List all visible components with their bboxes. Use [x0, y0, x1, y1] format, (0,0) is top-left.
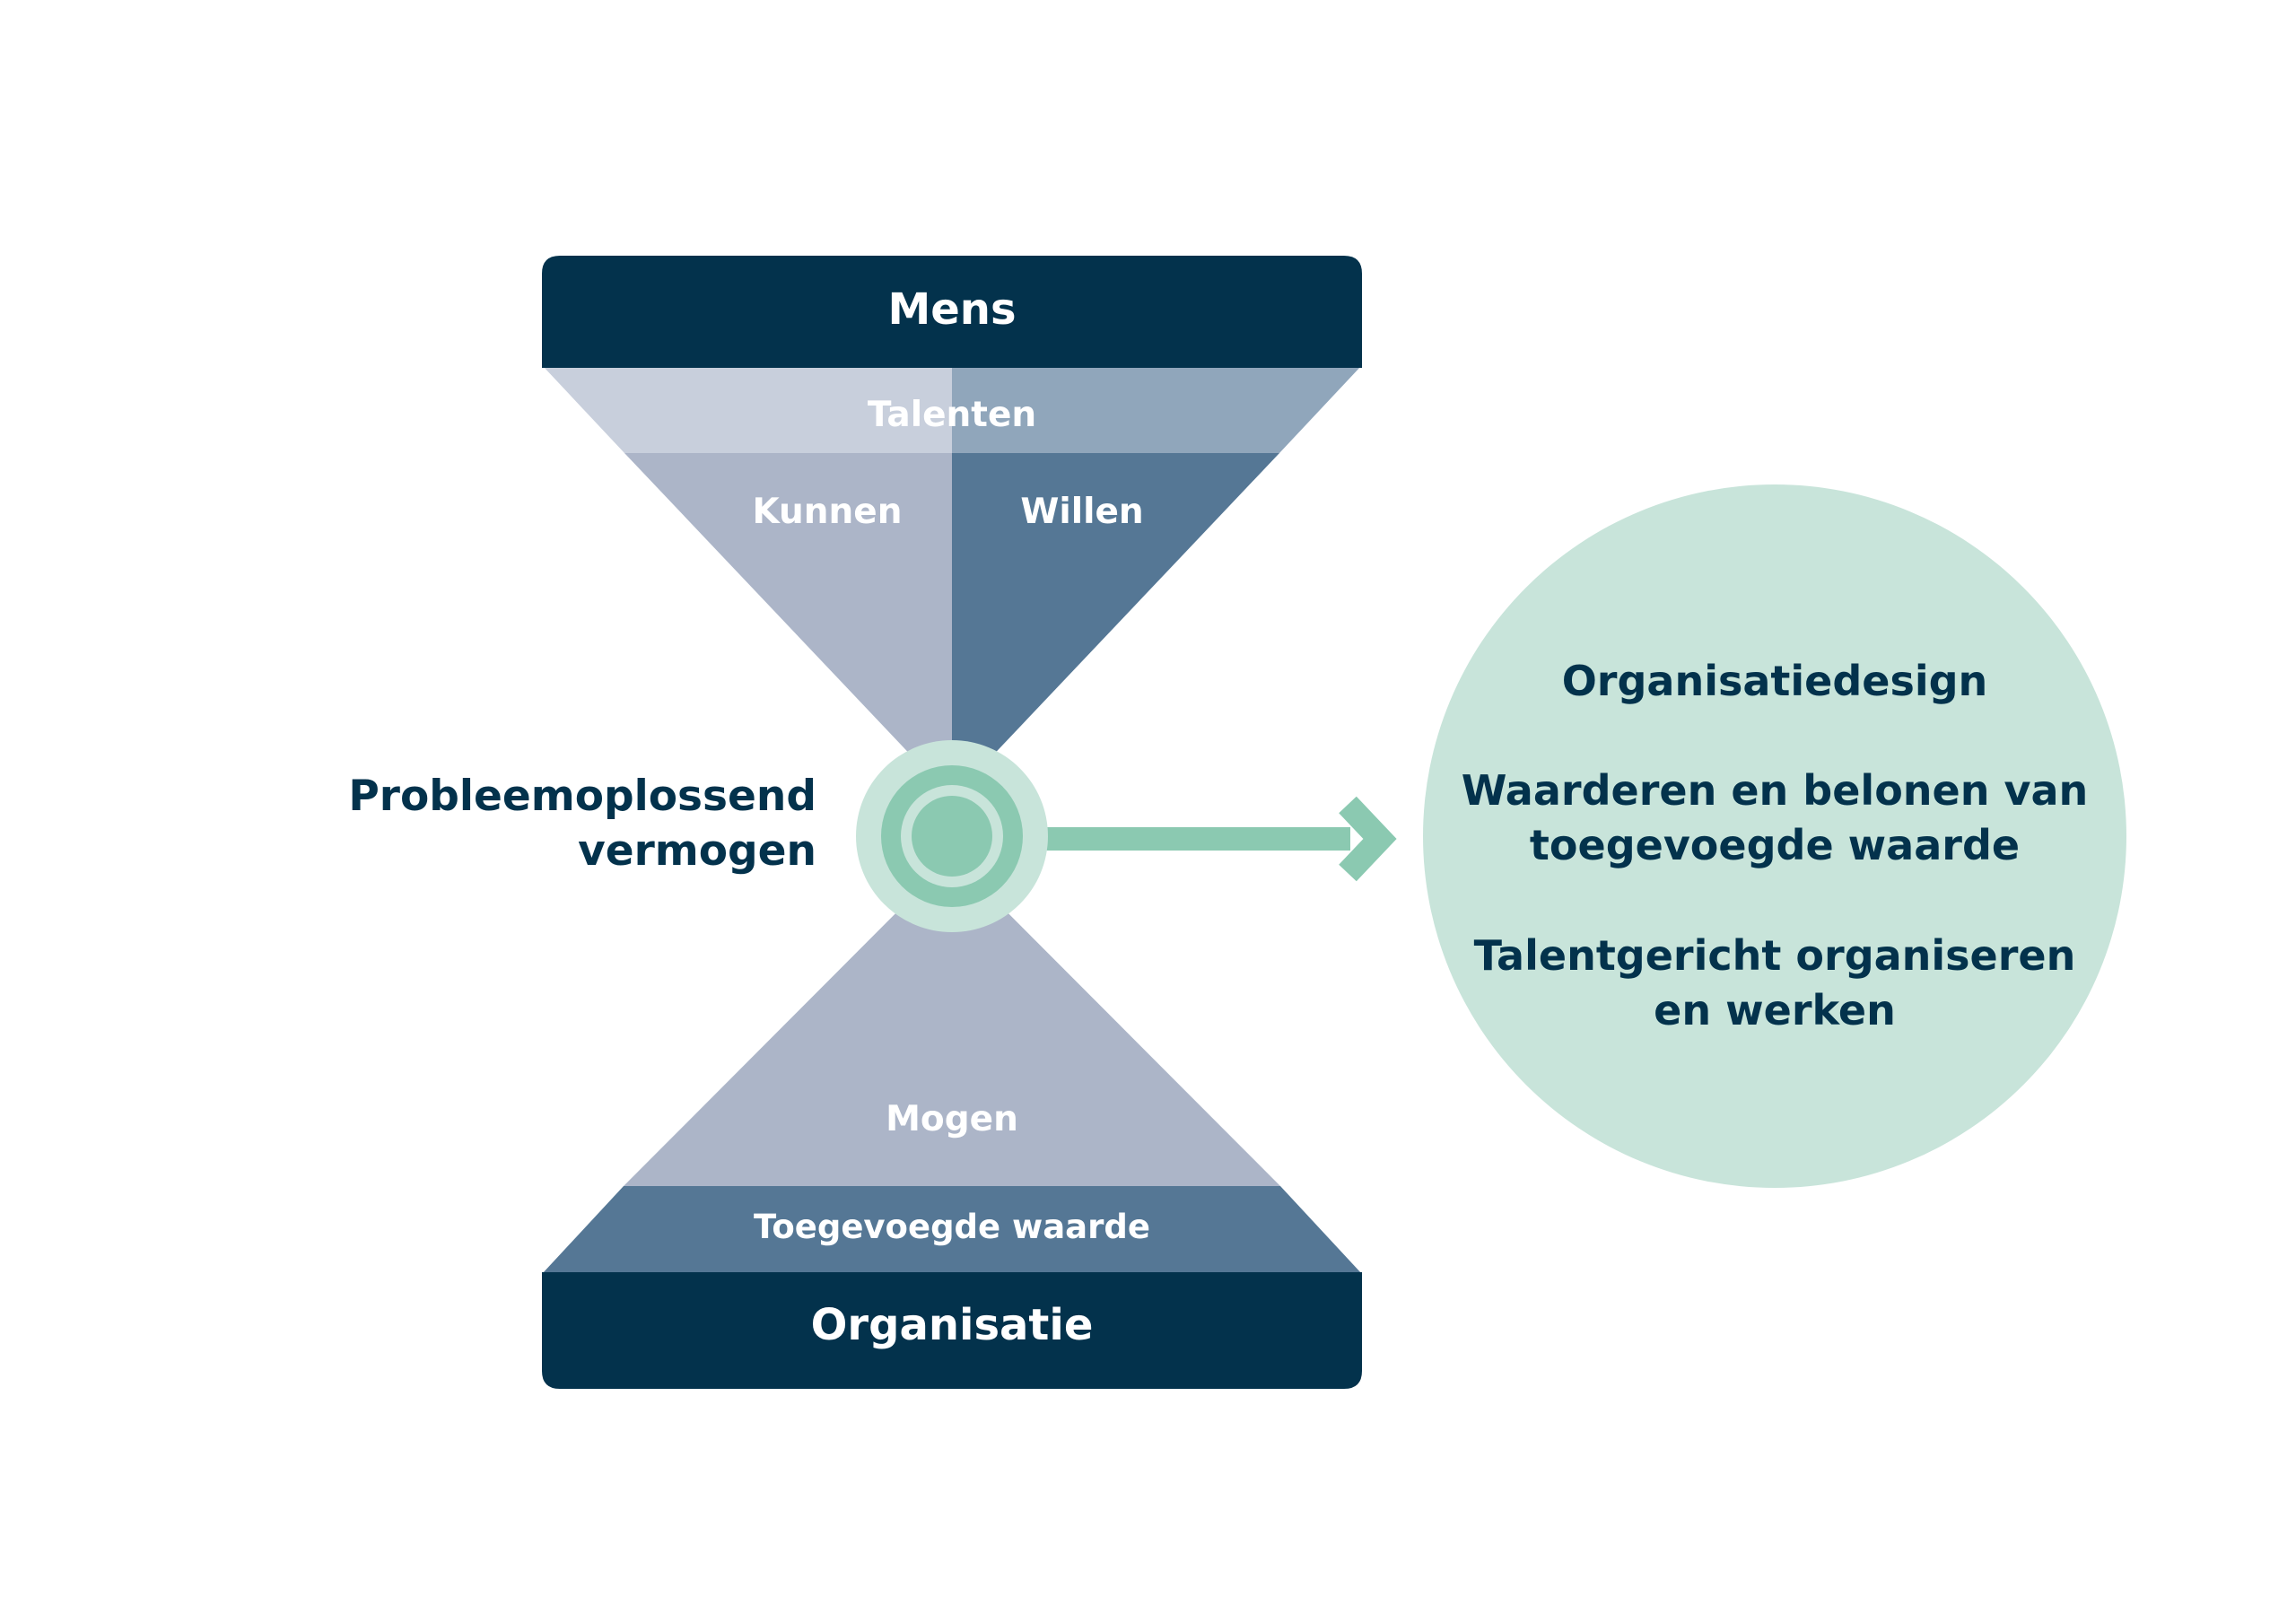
- outcomes-bubble: [1423, 484, 2126, 1188]
- talenten-label: Talenten: [868, 395, 1036, 435]
- mens-label: Mens: [887, 284, 1016, 335]
- mogen-section: [624, 857, 1280, 1186]
- bubble-item-waarderen-line1: Waarderen en belonen van: [1462, 766, 2089, 815]
- willen-section: [952, 453, 1279, 798]
- kunnen-label: Kunnen: [752, 492, 902, 532]
- arrow-shaft: [1041, 827, 1350, 851]
- toegevoegde-waarde-label: Toegevoegde waarde: [754, 1208, 1150, 1246]
- bubble-item-waarderen-line2: toegevoegde waarde: [1530, 821, 2020, 869]
- center-node-core: [912, 796, 992, 877]
- talenten-band-right: [952, 366, 1361, 453]
- bubble-item-talentgericht-line1: Talentgericht organiseren: [1474, 931, 2076, 980]
- arrow-head-icon: [1339, 796, 1397, 882]
- bubble-item-talentgericht-line2: en werken: [1654, 986, 1896, 1034]
- organisatie-label: Organisatie: [811, 1300, 1094, 1350]
- bubble-item-organisatiedesign: Organisatiedesign: [1562, 657, 1988, 705]
- center-label-line2: vermogen: [578, 826, 816, 876]
- organisatie-bar: [542, 1272, 1362, 1389]
- talenten-band-left: [543, 366, 952, 453]
- kunnen-section: [624, 453, 952, 798]
- center-label-line1: Probleemoplossend: [348, 772, 816, 821]
- mogen-label: Mogen: [886, 1099, 1018, 1139]
- center-node-icon: [856, 740, 1048, 932]
- toegevoegde-waarde-band: [542, 1186, 1362, 1274]
- willen-label: Willen: [1020, 492, 1143, 532]
- mens-bar: [542, 256, 1362, 368]
